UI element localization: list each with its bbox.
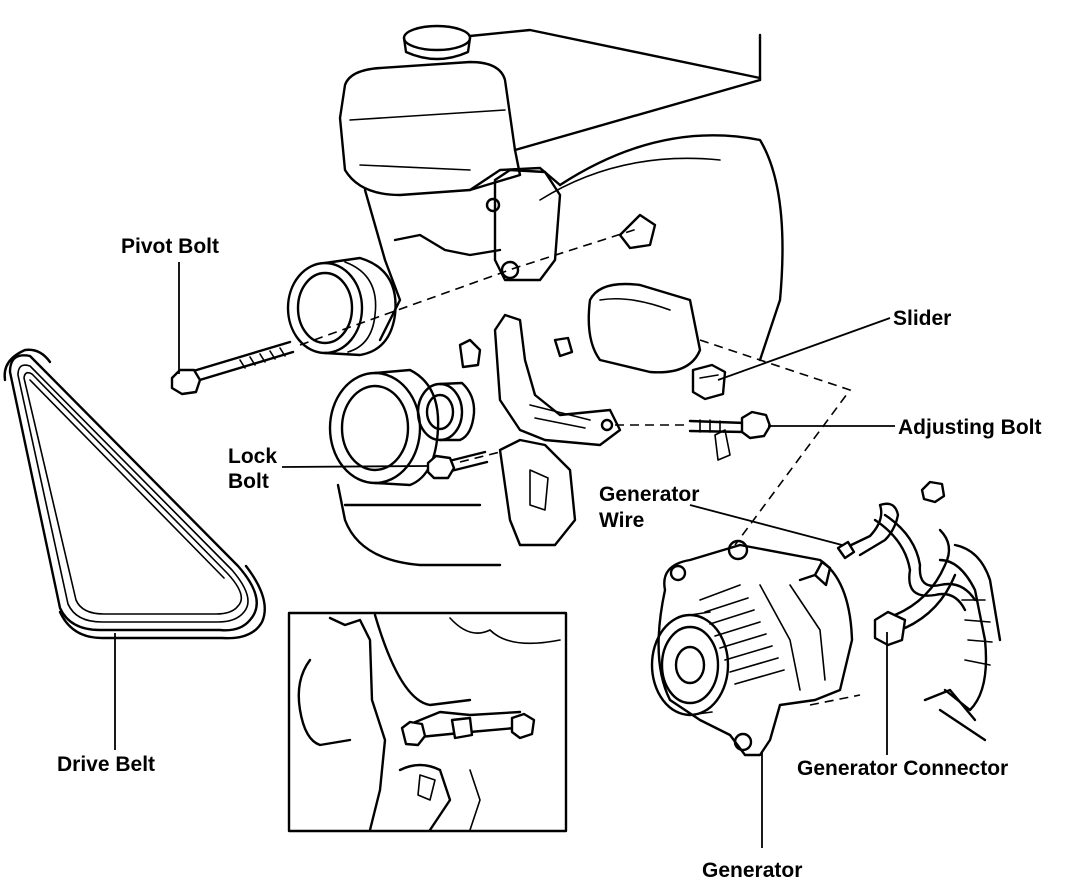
generator-alignment-dashed: [699, 339, 852, 546]
label-generator-wire-line1: Generator: [599, 483, 699, 506]
label-lock-bolt-line2: Bolt: [228, 470, 269, 493]
drive-belt: [3, 348, 266, 640]
pivot-axis-dashed: [299, 227, 641, 346]
leader-lines: [114, 262, 895, 848]
generator-lower-dashed: [809, 694, 861, 706]
lock-bolt: [426, 450, 489, 480]
label-generator-wire-line2: Wire: [599, 509, 644, 532]
lock-axis-dashed: [459, 451, 501, 463]
engine-block: [286, 24, 784, 567]
label-adjusting-bolt: Adjusting Bolt: [898, 416, 1041, 439]
leader-generator-wire: [689, 504, 843, 546]
adjusting-bolt: [688, 410, 772, 440]
leader-slider: [717, 317, 891, 381]
inset-detail-view: [287, 611, 568, 833]
label-pivot-bolt: Pivot Bolt: [121, 235, 219, 258]
label-generator-connector: Generator Connector: [797, 757, 1008, 780]
label-drive-belt: Drive Belt: [57, 753, 155, 776]
pivot-bolt: [170, 340, 295, 396]
label-slider: Slider: [893, 307, 951, 330]
label-generator: Generator: [702, 859, 802, 882]
generator-assembly: [650, 480, 1002, 757]
label-lock-bolt-line1: Lock: [228, 445, 277, 468]
leader-lock-bolt: [281, 465, 429, 468]
